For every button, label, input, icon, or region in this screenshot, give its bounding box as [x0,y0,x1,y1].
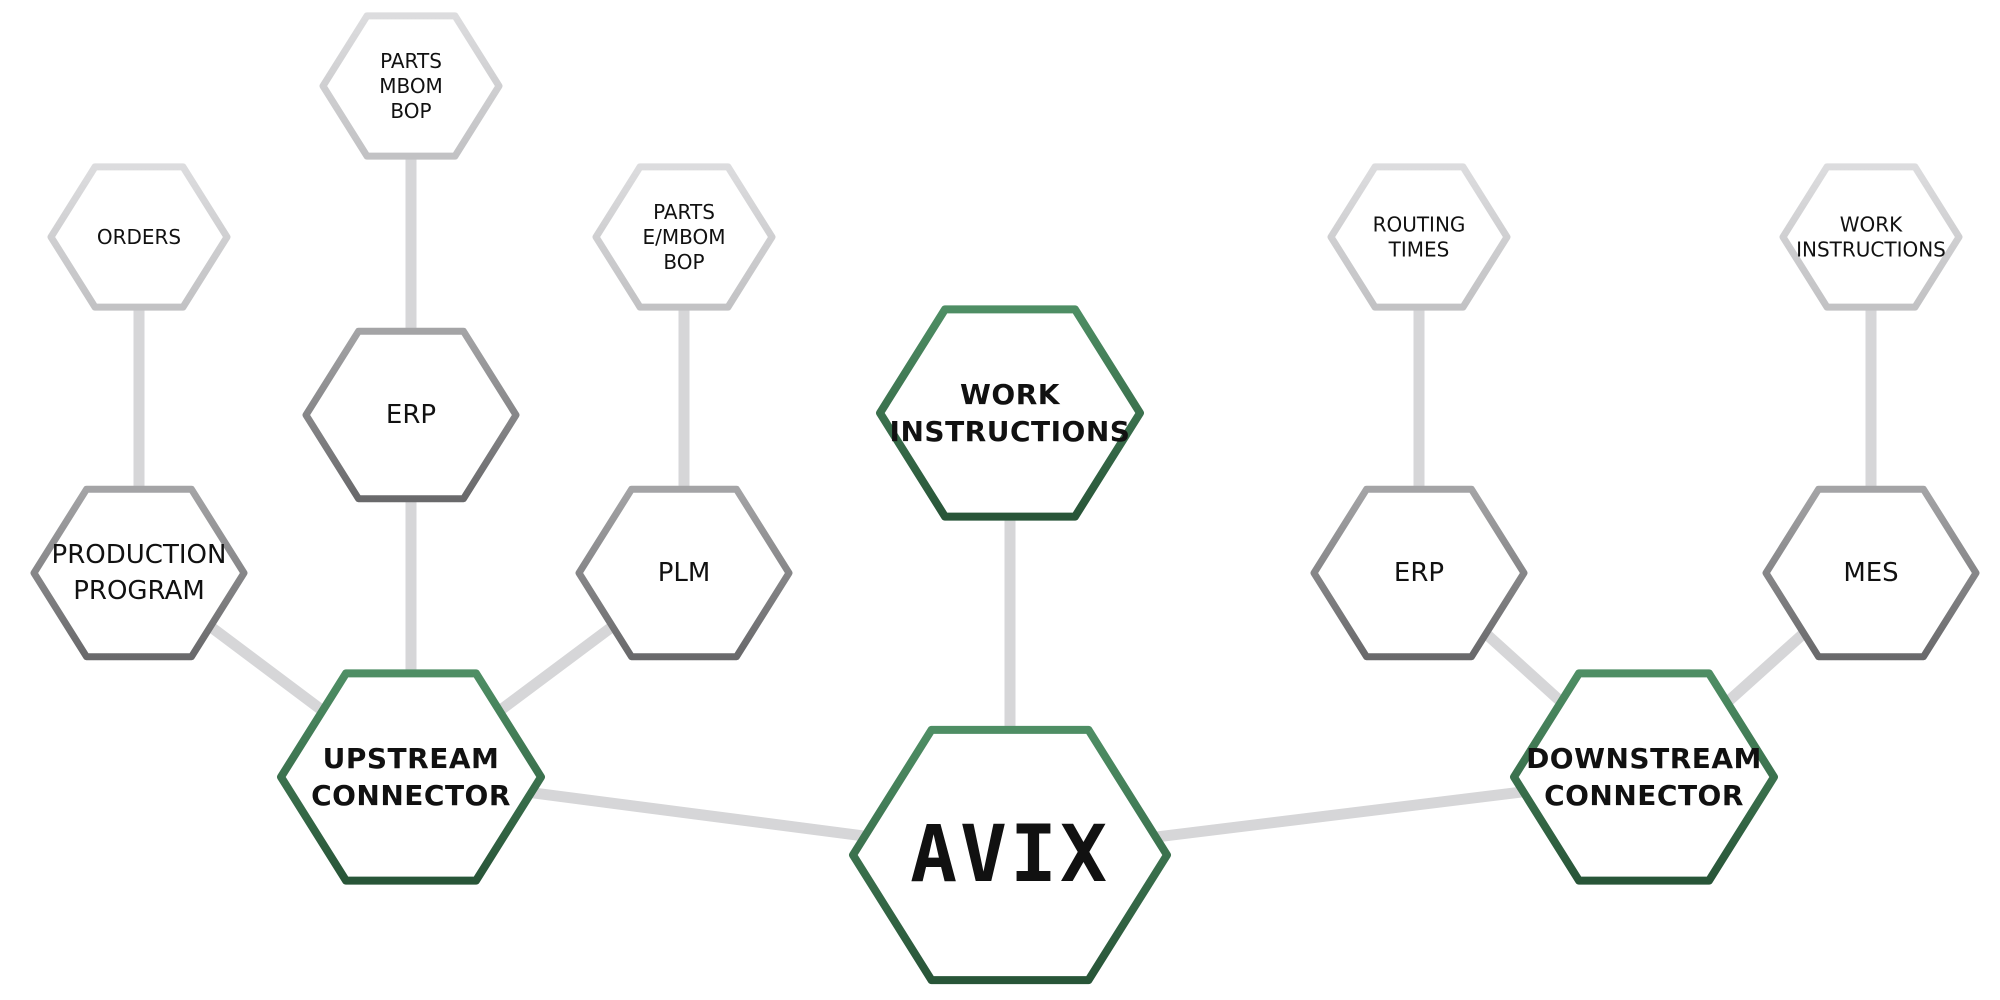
hexagon-shape [575,485,793,661]
hex-mes: MES [1762,485,1980,661]
hexagon-shape [1310,485,1528,661]
hex-label-line: WORK [1840,213,1903,237]
hexagon-shape [876,305,1144,521]
hex-upstream-connector: UPSTREAM CONNECTOR [277,669,545,885]
hexagon-shape [319,12,503,160]
hex-erp-upstream: ERP [302,327,520,503]
hex-label-line: MES [1843,558,1898,588]
hex-label-line: UPSTREAM [323,742,500,775]
hexagon-shape [1510,669,1778,885]
hex-label-line: DOWNSTREAM [1526,742,1762,775]
hex-label-line: MBOM [379,74,443,98]
hexagon-shape [1762,485,1980,661]
hex-erp-downstream: ERP [1310,485,1528,661]
hexagon-shape [1327,163,1511,311]
hex-label-line: BOP [663,250,704,274]
hexagon-shape [1779,163,1963,311]
hexagon-shape [47,163,231,311]
hex-label-line: PLM [658,558,711,588]
hexagon-shape [277,669,545,885]
hex-label-line: PARTS [380,49,442,73]
hex-label-line: ROUTING [1373,213,1466,237]
hex-label-line: ERP [386,400,436,430]
hex-orders: ORDERS [47,163,231,311]
hex-label-line: AVIX [910,810,1110,900]
hex-label-line: BOP [390,99,431,123]
hex-downstream-connector: DOWNSTREAM CONNECTOR [1510,669,1778,885]
hex-plm: PLM [575,485,793,661]
hexagon-shape [302,327,520,503]
hex-work-instructions-main: WORK INSTRUCTIONS [876,305,1144,521]
hex-avix: AVIX [849,725,1171,985]
hexagon-shape [849,725,1171,985]
hex-label-line: PARTS [653,200,715,224]
hex-label-line: CONNECTOR [1544,779,1744,812]
hex-label-line: INSTRUCTIONS [890,415,1131,448]
hex-label-line: PRODUCTION [52,540,227,570]
hex-label-line: TIMES [1388,238,1450,262]
hex-label-line: WORK [960,378,1061,411]
hex-label-line: E/MBOM [643,225,726,249]
hex-label-line: INSTRUCTIONS [1796,238,1946,262]
hexagon-shape [592,163,776,311]
hexagon-nodes: ORDERSPARTSMBOMBOPPARTSE/MBOMBOPROUTINGT… [30,12,1980,985]
hexagon-shape [30,485,248,661]
hex-production-program: PRODUCTION PROGRAM [30,485,248,661]
hex-label-line: CONNECTOR [311,779,511,812]
hex-label-line: ERP [1394,558,1444,588]
hex-label-line: PROGRAM [73,576,205,606]
hex-label-line: ORDERS [97,225,181,249]
